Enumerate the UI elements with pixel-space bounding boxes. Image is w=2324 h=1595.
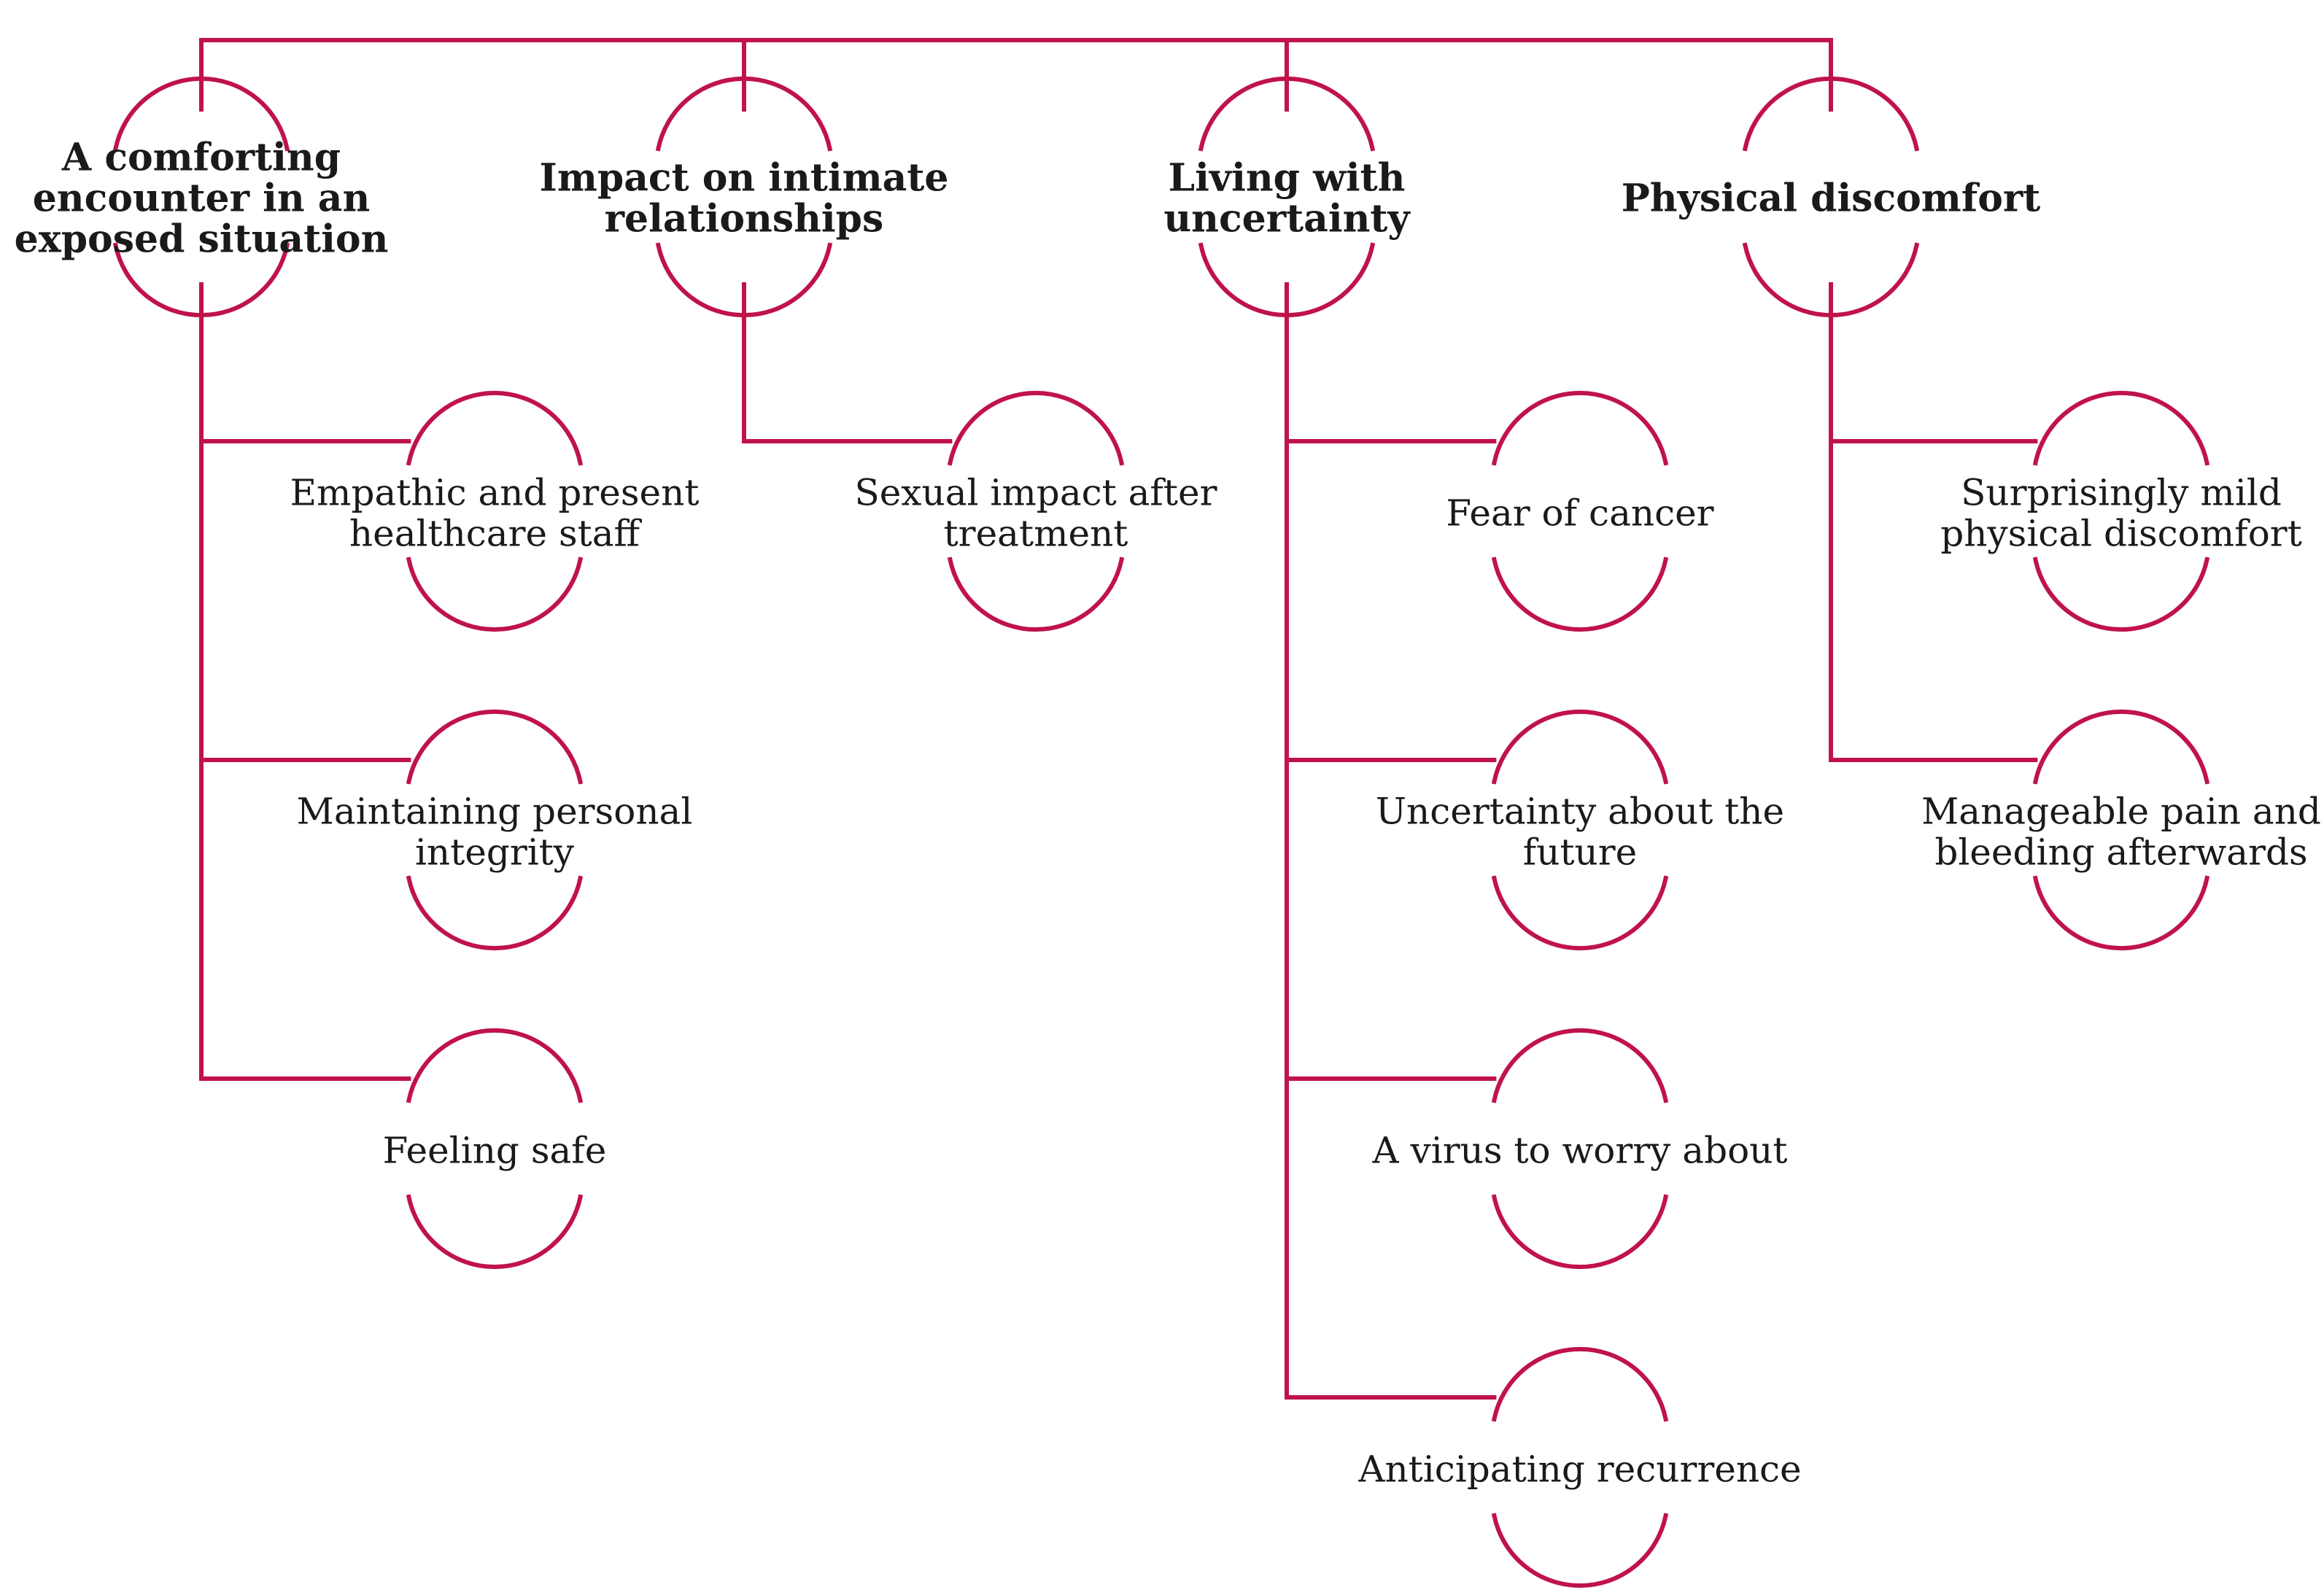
subtheme-node-bottom-arc: [1491, 556, 1669, 632]
subtheme-label: Anticipating recurrence: [1357, 1448, 1801, 1491]
theme-label-line: Impact on intimate: [540, 156, 949, 201]
subtheme-node-top-arc: [1491, 390, 1669, 466]
subtheme-label-line: Uncertainty about the: [1376, 791, 1784, 833]
theme-node-top-arc: [655, 76, 833, 152]
theme-label-line: A comforting: [61, 136, 341, 180]
subtheme-node-bottom-arc: [406, 875, 584, 951]
theme-label-line: relationships: [605, 197, 884, 241]
theme-label-line: Living with: [1169, 156, 1406, 201]
theme-label: Physical discomfort: [1622, 176, 2041, 221]
subtheme-label-line: integrity: [415, 831, 575, 874]
subtheme-label: Feeling safe: [383, 1130, 607, 1172]
theme-label-line: exposed situation: [15, 217, 389, 262]
subtheme-node: Fear of cancer: [1285, 390, 1714, 632]
subtheme-node-top-arc: [1491, 1346, 1669, 1422]
subtheme-node-bottom-arc: [1491, 1194, 1669, 1270]
subtheme-label-line: Maintaining personal: [297, 791, 693, 833]
subtheme-label-line: Empathic and present: [290, 472, 700, 514]
subtheme-node-bottom-arc: [1491, 875, 1669, 951]
subtheme-node-top-arc: [406, 390, 584, 466]
subtheme-node-top-arc: [406, 709, 584, 785]
subtheme-node-bottom-arc: [947, 556, 1125, 632]
subtheme-node-bottom-arc: [406, 1194, 584, 1270]
subtheme-label-line: physical discomfort: [1940, 513, 2302, 555]
subtheme-label-line: Anticipating recurrence: [1357, 1448, 1801, 1491]
subtheme-node: Anticipating recurrence: [1285, 1346, 1802, 1588]
subtheme-label-line: Sexual impact after: [854, 472, 1217, 514]
theme-label-line: encounter in an: [33, 176, 371, 221]
theme-label-line: Physical discomfort: [1622, 176, 2041, 221]
subtheme-node: Feeling safe: [199, 1028, 607, 1270]
subtheme-node-top-arc: [2032, 709, 2210, 785]
theme-node-top-arc: [112, 76, 290, 152]
subtheme-label-line: Surprisingly mild: [1961, 472, 2282, 514]
subtheme-label-line: treatment: [944, 513, 1128, 555]
subtheme-node-bottom-arc: [1491, 1513, 1669, 1588]
subtheme-label-line: healthcare staff: [349, 513, 643, 555]
subtheme-label: Fear of cancer: [1446, 492, 1713, 535]
subtheme-node-top-arc: [947, 390, 1125, 466]
theme-node-top-arc: [1198, 76, 1376, 152]
theme-node-top-arc: [1742, 76, 1920, 152]
subtheme-label: A virus to worry about: [1371, 1130, 1787, 1172]
subtheme-label-line: bleeding afterwards: [1934, 831, 2307, 874]
subtheme-node-bottom-arc: [406, 556, 584, 632]
subtheme-node: A virus to worry about: [1285, 1028, 1788, 1270]
subtheme-label-line: Feeling safe: [383, 1130, 607, 1172]
theme-label-line: uncertainty: [1163, 197, 1411, 241]
subtheme-node-top-arc: [406, 1028, 584, 1103]
subtheme-node-top-arc: [2032, 390, 2210, 466]
subtheme-node-bottom-arc: [2032, 875, 2210, 951]
subtheme-label-line: Manageable pain and: [1921, 791, 2321, 833]
subtheme-node-bottom-arc: [2032, 556, 2210, 632]
subtheme-label-line: A virus to worry about: [1371, 1130, 1787, 1172]
subtheme-node-top-arc: [1491, 1028, 1669, 1103]
subtheme-node-top-arc: [1491, 709, 1669, 785]
subtheme-label-line: future: [1523, 831, 1638, 874]
subtheme-label-line: Fear of cancer: [1446, 492, 1713, 535]
